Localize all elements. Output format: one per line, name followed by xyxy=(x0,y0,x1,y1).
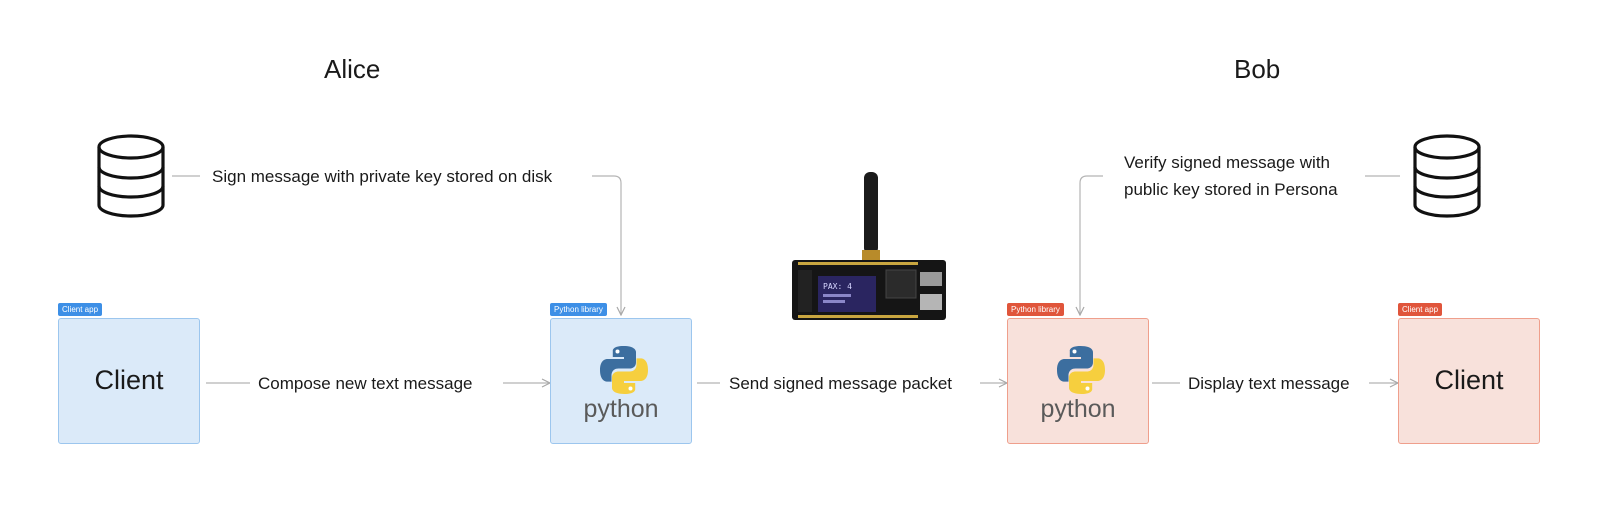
bob-client-tag: Client app xyxy=(1398,303,1443,316)
sign-step-label: Sign message with private key stored on … xyxy=(208,163,557,190)
display-step-label: Display text message xyxy=(1184,370,1354,397)
alice-python-box[interactable]: python xyxy=(550,318,692,444)
alice-python-tag: Python library xyxy=(550,303,607,316)
verify-arrow xyxy=(1080,175,1103,315)
bob-client-box[interactable]: Client xyxy=(1398,318,1540,444)
compose-step-label: Compose new text message xyxy=(254,370,477,397)
python-wordmark: python xyxy=(583,395,659,423)
verify-step-label-line2: public key stored in Persona xyxy=(1120,176,1342,203)
bob-title: Bob xyxy=(1234,54,1281,84)
alice-client-box[interactable]: Client xyxy=(58,318,200,444)
bob-client-label: Client xyxy=(1434,365,1504,395)
python-logo-icon xyxy=(1057,346,1105,394)
database-icon xyxy=(97,134,165,218)
python-wordmark: python xyxy=(1040,395,1116,423)
alice-client-tag: Client app xyxy=(58,303,103,316)
python-logo-icon xyxy=(600,346,648,394)
database-icon xyxy=(1413,134,1481,218)
alice-client-label: Client xyxy=(94,365,164,395)
sign-arrow xyxy=(592,175,621,315)
device-screen-text: PAX: 4 xyxy=(823,282,852,291)
bob-python-tag: Python library xyxy=(1007,303,1064,316)
bob-python-box[interactable]: python xyxy=(1007,318,1149,444)
send-step-label: Send signed message packet xyxy=(725,370,957,397)
verify-step-label-line1: Verify signed message with xyxy=(1120,149,1334,176)
lora-radio-board-icon: PAX: 4 xyxy=(792,172,946,320)
alice-title: Alice xyxy=(324,54,381,84)
